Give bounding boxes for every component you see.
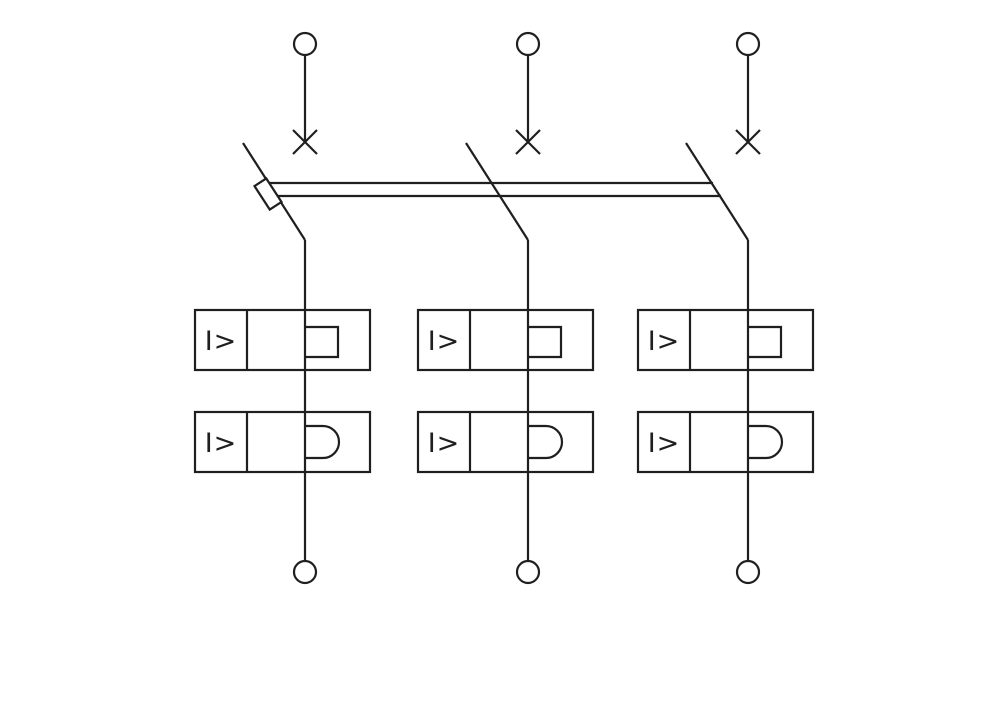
pole-2-overcurrent-release-1: I>	[416, 308, 595, 372]
mechanical-coupling	[252, 176, 721, 212]
pole-1-release-2-hook	[305, 424, 341, 460]
pole-1-release-1-label: I>	[205, 326, 238, 357]
pole-2-contact-cross-icon	[515, 129, 541, 155]
pole-3-release-2-label: I>	[648, 428, 681, 459]
pole-2: I> I>	[416, 31, 595, 585]
pole-1-overcurrent-release-2: I>	[193, 410, 372, 474]
pole-2-top-terminal	[515, 31, 541, 57]
pole-3-bottom-terminal	[735, 559, 761, 585]
pole-1: I> I>	[193, 31, 372, 585]
actuator-block	[252, 176, 284, 212]
pole-3-release-1-hook	[748, 325, 783, 359]
pole-3-switch-blade	[685, 142, 749, 241]
pole-1-contact-cross-icon	[292, 129, 318, 155]
pole-3-overcurrent-release-1: I>	[636, 308, 815, 372]
pole-2-release-2-hook	[528, 424, 564, 460]
pole-3-release-1-box	[636, 308, 815, 372]
pole-2-bottom-terminal	[515, 559, 541, 585]
pole-1-release-1-hook	[305, 325, 340, 359]
pole-3-overcurrent-release-2: I>	[636, 410, 815, 474]
pole-3: I> I>	[636, 31, 815, 585]
pole-1-top-terminal	[292, 31, 318, 57]
pole-3-release-2-hook	[748, 424, 784, 460]
pole-3-release-1-label: I>	[648, 326, 681, 357]
pole-3-contact-cross-icon	[735, 129, 761, 155]
pole-1-release-2-label: I>	[205, 428, 238, 459]
pole-2-release-1-hook	[528, 325, 563, 359]
pole-2-release-1-box	[416, 308, 595, 372]
pole-1-overcurrent-release-1: I>	[193, 308, 372, 372]
pole-1-bottom-terminal	[292, 559, 318, 585]
pole-2-overcurrent-release-2: I>	[416, 410, 595, 474]
pole-3-top-terminal	[735, 31, 761, 57]
pole-2-switch-blade	[465, 142, 529, 241]
pole-2-release-1-label: I>	[428, 326, 461, 357]
pole-3-release-2-box	[636, 410, 815, 474]
pole-1-release-1-box	[193, 308, 372, 372]
pole-2-release-2-label: I>	[428, 428, 461, 459]
pole-1-release-2-box	[193, 410, 372, 474]
pole-2-release-2-box	[416, 410, 595, 474]
